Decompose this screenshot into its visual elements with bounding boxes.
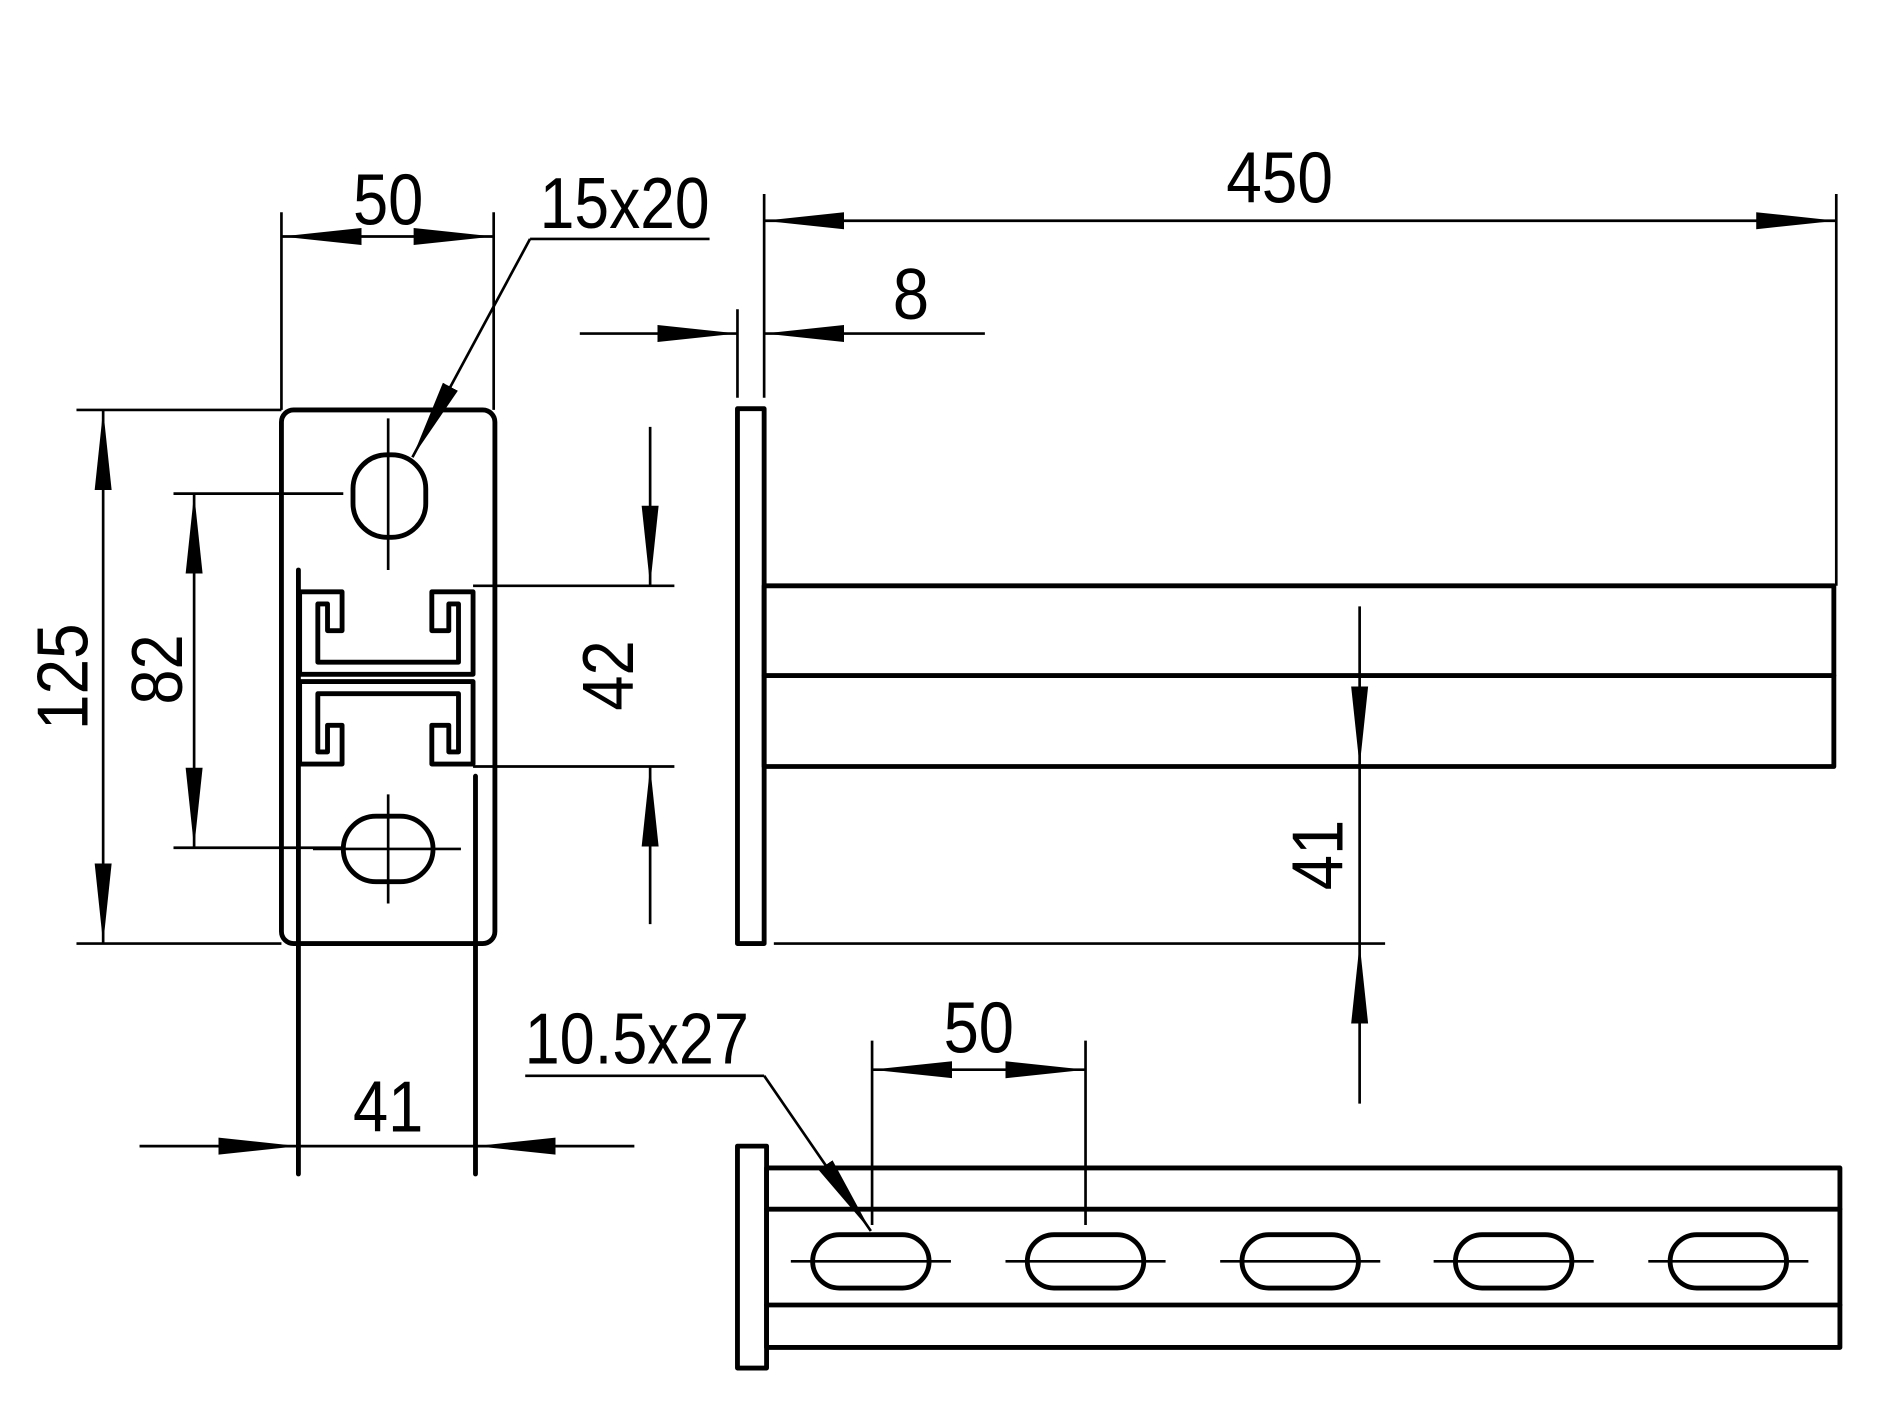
bottom-view: 50 10.5x27 — [525, 988, 1843, 1371]
slot — [1433, 1232, 1594, 1291]
dimension-height-label: 125 — [22, 623, 103, 730]
dimension-plate-thickness-label: 8 — [893, 254, 929, 335]
slot-leader-line — [763, 1075, 872, 1232]
upper-channel-profile — [297, 589, 476, 677]
front-view: 50 15x20 125 82 42 41 — [22, 159, 710, 1177]
dimension-channel-width-label: 41 — [353, 1067, 423, 1148]
lower-channel-profile — [297, 679, 476, 767]
side-view: 450 8 41 — [579, 138, 1838, 1104]
hole-leader-line — [411, 238, 532, 458]
dimension-slot-pitch-label: 50 — [944, 988, 1014, 1069]
hole-size-label: 15x20 — [540, 163, 710, 244]
slot — [790, 1232, 951, 1291]
dimension-width-label: 50 — [353, 159, 423, 240]
dimension-channel-height-label: 42 — [568, 640, 649, 710]
dimension-length-label: 450 — [1226, 138, 1333, 219]
arm-channel-bottom — [764, 1165, 1843, 1350]
slot-size-label: 10.5x27 — [525, 999, 749, 1080]
base-plate-side — [735, 406, 767, 946]
dimension-hole-spacing-label: 82 — [117, 634, 198, 704]
slot — [1220, 1232, 1381, 1291]
mounting-plate-outline — [279, 407, 498, 946]
slot — [1005, 1232, 1166, 1291]
base-plate-bottom — [735, 1143, 769, 1371]
slot — [1648, 1232, 1809, 1291]
dimension-arm-offset-label: 41 — [1278, 820, 1359, 890]
